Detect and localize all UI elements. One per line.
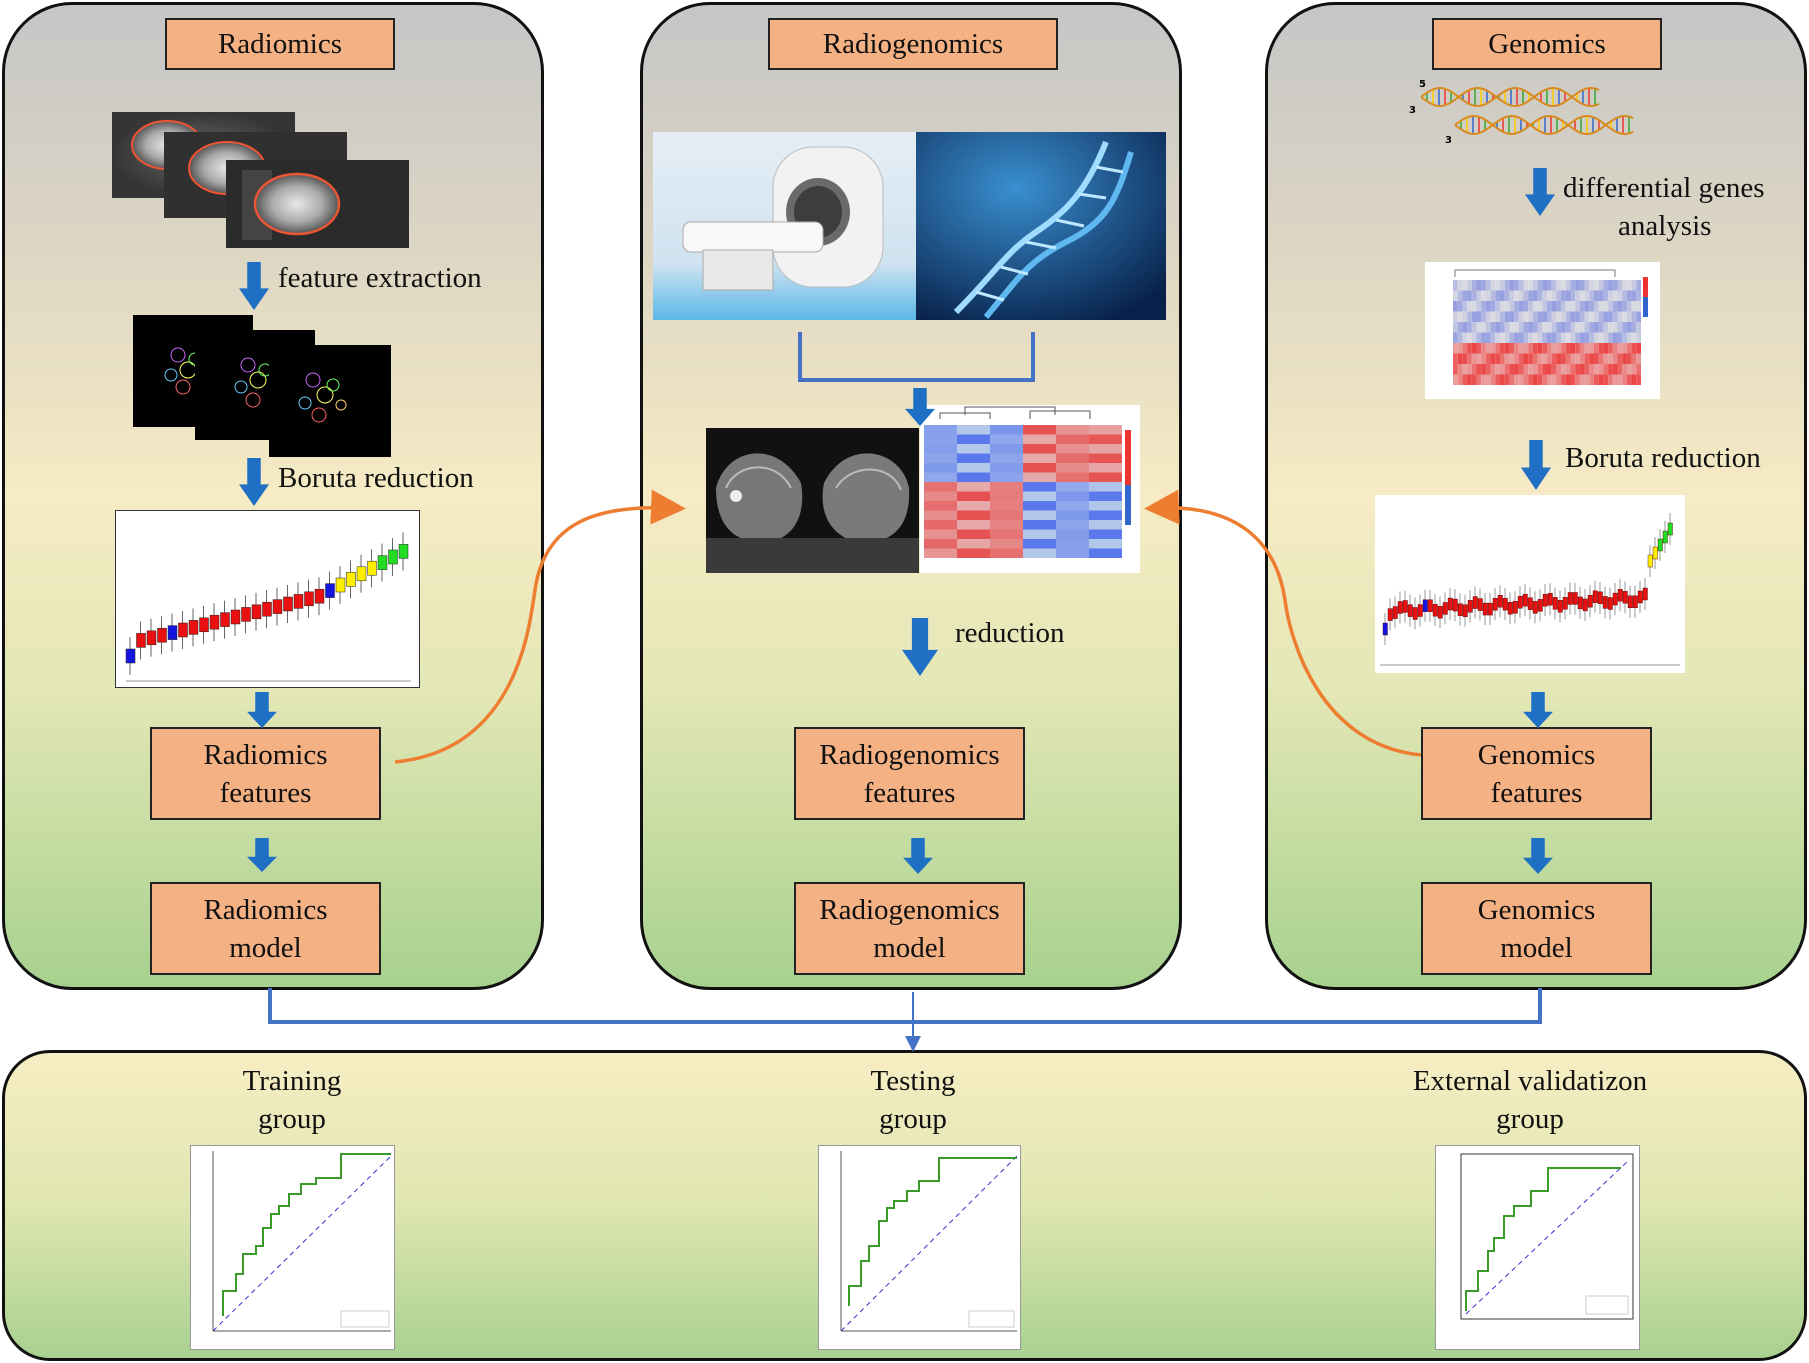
radiomics-model-line1: Radiomics	[203, 893, 328, 926]
external-line2: group	[1496, 1103, 1564, 1135]
mri-slices-image	[112, 112, 409, 248]
external-line1: External validatizon	[1412, 1065, 1648, 1097]
external-roc-plot	[1435, 1145, 1640, 1350]
genomics-boruta-label: Boruta reduction	[1565, 442, 1761, 474]
feature-map-slices-image	[133, 315, 391, 457]
differential-genes-label: differential genes	[1563, 172, 1765, 204]
genomics-boruta-boxplot	[1375, 495, 1685, 673]
svg-text:3: 3	[1445, 135, 1452, 145]
genomics-features-line2: features	[1490, 776, 1583, 809]
radiomics-features-box: Radiomics features	[150, 727, 381, 820]
radiomics-title: Radiomics	[217, 28, 343, 60]
radiogenomics-model-line1: Radiogenomics	[819, 893, 1000, 926]
training-roc-plot	[190, 1145, 395, 1350]
breast-mri-image	[706, 428, 919, 573]
testing-line2: group	[879, 1103, 947, 1135]
genomics-features-box: Genomics features	[1421, 727, 1652, 820]
feature-extraction-label: feature extraction	[278, 262, 482, 294]
dna-helix-image	[916, 132, 1166, 320]
genomics-title: Genomics	[1488, 28, 1606, 60]
svg-text:3: 3	[1409, 105, 1416, 116]
radiomics-title-box: Radiomics	[165, 18, 395, 70]
radiogenomics-title-box: Radiogenomics	[768, 18, 1058, 70]
radiomics-features-line1: Radiomics	[203, 738, 328, 771]
mri-scanner-image	[653, 132, 916, 320]
genomics-model-line2: model	[1500, 931, 1573, 964]
training-line1: Training	[242, 1065, 342, 1097]
genomics-title-box: Genomics	[1432, 18, 1662, 70]
radiogenomics-model-box: Radiogenomics model	[794, 882, 1025, 975]
radiogenomics-features-line2: features	[863, 776, 956, 809]
radiogenomics-features-line1: Radiogenomics	[819, 738, 1000, 771]
external-group-label: External validatizon group	[1380, 1062, 1680, 1138]
genomics-features-line1: Genomics	[1477, 738, 1596, 771]
external-roc-curve	[1465, 1167, 1621, 1311]
radiomics-features-line2: features	[219, 776, 312, 809]
models-connector	[268, 988, 1542, 1024]
testing-line1: Testing	[870, 1065, 956, 1097]
radiomics-boruta-boxplot	[115, 510, 420, 688]
radiogenomics-features-box: Radiogenomics features	[794, 727, 1025, 820]
testing-group-label: Testing group	[813, 1062, 1013, 1138]
radiomics-boruta-label: Boruta reduction	[278, 462, 474, 494]
radiogenomics-heatmap	[920, 405, 1140, 573]
testing-roc-curve	[848, 1157, 1017, 1306]
genomics-model-box: Genomics model	[1421, 882, 1652, 975]
analysis-label: analysis	[1618, 210, 1712, 242]
genomics-model-line1: Genomics	[1477, 893, 1596, 926]
radiomics-model-box: Radiomics model	[150, 882, 381, 975]
radiogenomics-model-line2: model	[873, 931, 946, 964]
radiogenomics-title: Radiogenomics	[822, 28, 1004, 60]
reduction-label: reduction	[955, 617, 1065, 649]
training-group-label: Training group	[192, 1062, 392, 1138]
radiomics-model-line2: model	[229, 931, 302, 964]
genomics-heatmap-image	[1425, 262, 1660, 399]
dna-strand-image: 5 3 3	[1409, 79, 1634, 145]
training-roc-curve	[222, 1153, 391, 1316]
training-line2: group	[258, 1103, 326, 1135]
testing-roc-plot	[818, 1145, 1021, 1350]
svg-text:5: 5	[1419, 79, 1426, 90]
